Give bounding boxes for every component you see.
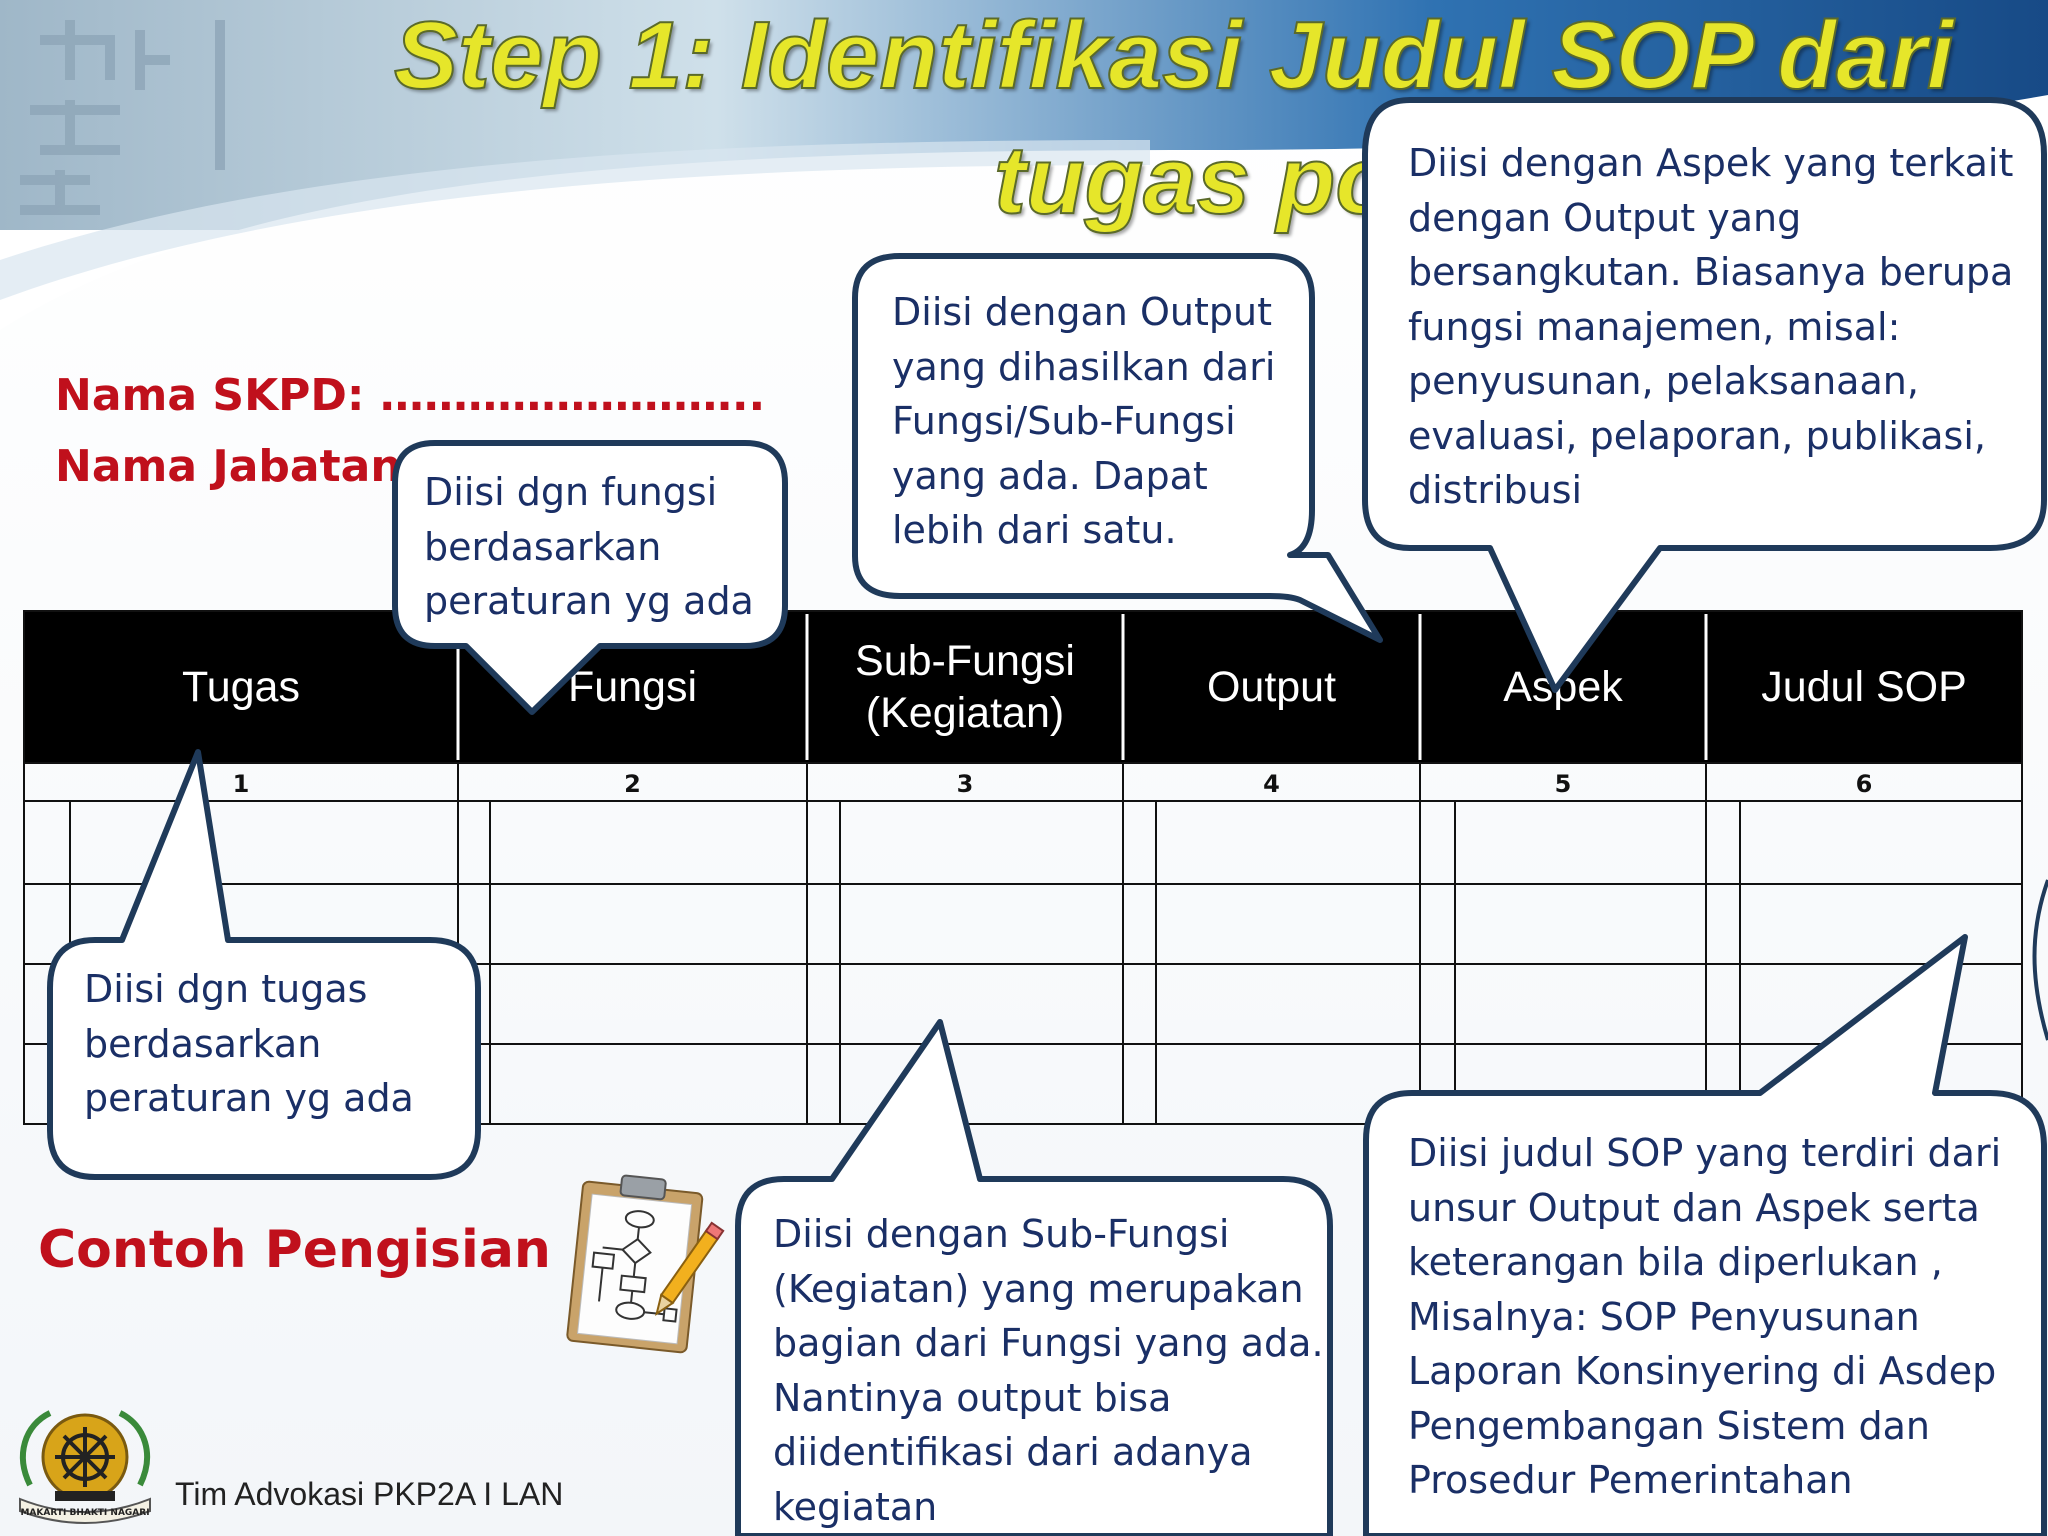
nama-skpd-label: Nama SKPD: …………………….. [55, 370, 766, 421]
callout-tugas-bubble [47, 749, 481, 1180]
callout-subfungsi-text: Diisi dengan Sub-Fungsi (Kegiatan) yang … [773, 1212, 1324, 1529]
callout-aspek-bubble [1362, 97, 2047, 693]
callout-output-text: Diisi dengan Output yang dihasilkan dari… [892, 290, 1276, 552]
light-swoosh [0, 140, 1150, 300]
lan-emblem-logo: MAKARTI BHAKTI NAGARI [19, 1410, 151, 1524]
callout-tugas-text: Diisi dgn tugas berdasarkan peraturan yg… [84, 967, 414, 1120]
callout-aspek-text: Diisi dengan Aspek yang terkait dengan O… [1408, 141, 2014, 512]
contoh-pengisian-label: Contoh Pengisian [38, 1220, 551, 1280]
callout-judul-bubble [1363, 934, 2047, 1536]
clipboard-flowchart-icon [566, 1174, 725, 1354]
footer-credit: Tim Advokasi PKP2A I LAN [175, 1476, 564, 1512]
right-edge-arc [2032, 879, 2048, 1041]
callout-fungsi-text: Diisi dgn fungsi berdasarkan peraturan y… [424, 470, 754, 623]
calligraphy-decoration [20, 20, 225, 215]
callout-subfungsi-bubble [735, 1019, 1333, 1536]
callout-fungsi-bubble [392, 440, 788, 715]
slide-title-line-1: Step 1: Identifikasi Judul SOP dari [393, 2, 1954, 109]
callout-output-bubble [852, 253, 1383, 643]
logo-motto-text: MAKARTI BHAKTI NAGARI [20, 1508, 149, 1518]
nama-jabatan-label: Nama Jabatan: [55, 441, 420, 492]
callout-judul-text: Diisi judul SOP yang terdiri dari unsur … [1408, 1131, 2002, 1502]
